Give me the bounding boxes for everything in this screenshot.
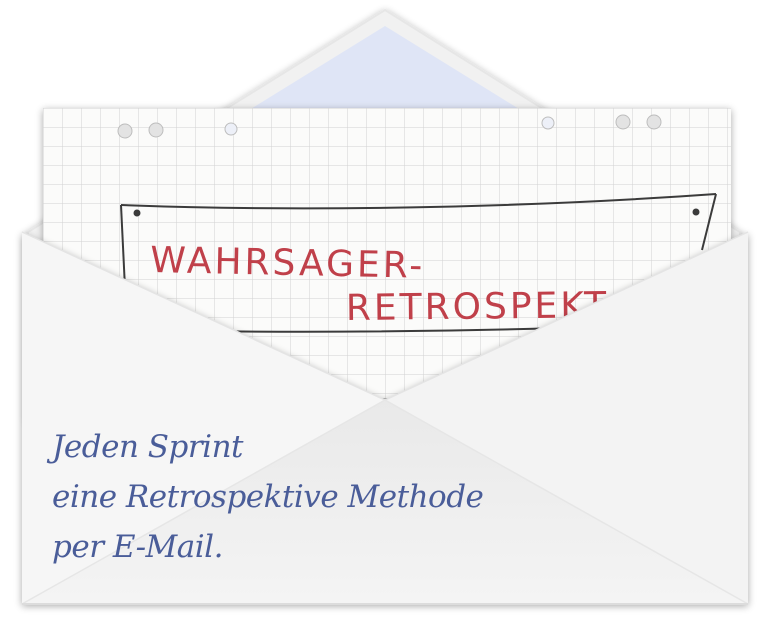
pin-dots [117,114,662,139]
tagline-line-3: per E-Mail. [52,529,223,565]
tagline: Jeden Sprint eine Retrospektive Methode … [52,422,512,572]
tagline-line-1: Jeden Sprint [52,429,244,465]
envelope-front [21,231,749,605]
grid-paper-note: WAHRSAGER- RETROSPEKT [43,108,731,398]
tagline-line-2: eine Retrospektive Methode [52,479,484,515]
note-line-1: WAHRSAGER- [150,240,426,287]
